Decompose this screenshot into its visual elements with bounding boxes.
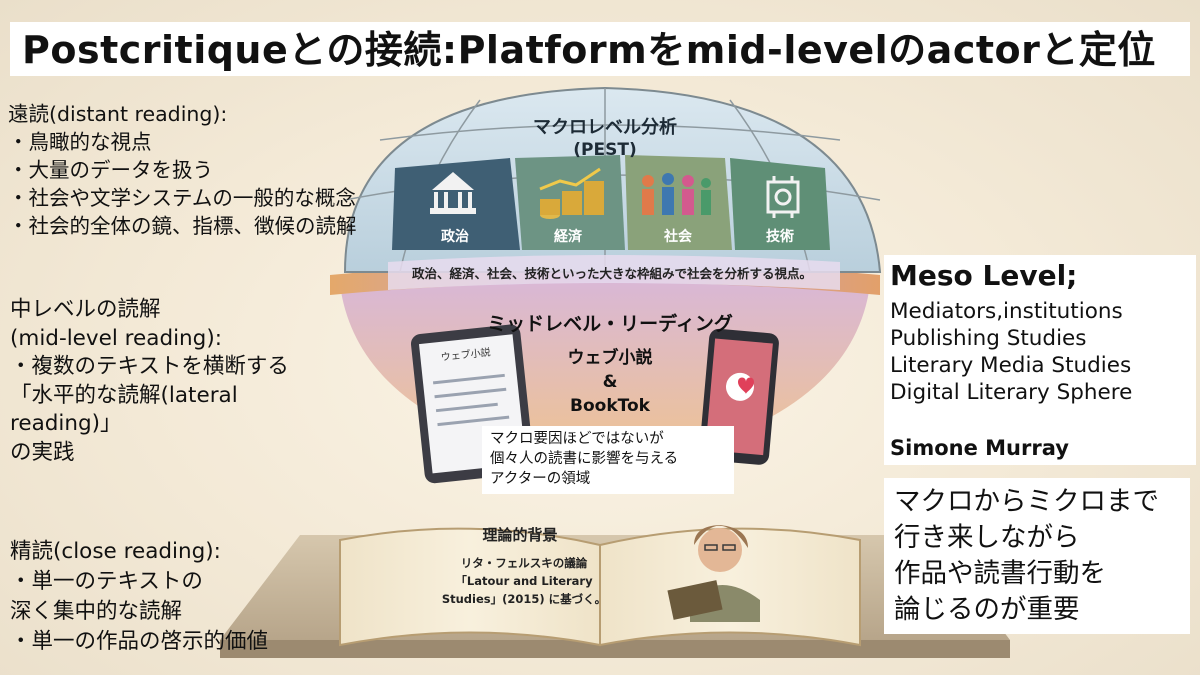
callout-background: [482, 426, 734, 494]
panel-label-technology: 技術: [766, 228, 794, 245]
meso-level-list: Mediators,institutions Publishing Studie…: [890, 298, 1132, 406]
people-icon: [642, 173, 711, 215]
book-line-1: リタ・フェルスキの議論: [461, 556, 588, 570]
distant-reading-heading: 遠読(distant reading):: [8, 102, 228, 126]
page-title: Postcritiqueとの接続:Platformをmid-levelのacto…: [22, 28, 1156, 72]
macro-micro-panel: [884, 478, 1190, 634]
mid-line-amp: &: [603, 372, 618, 392]
mid-title: ミッドレベル・リーディング: [487, 312, 733, 335]
mid-level-reading-block: 中レベルの読解 (mid-level reading): ・複数のテキストを横断…: [10, 296, 289, 467]
title-background: [10, 22, 1190, 76]
mid-line-booktok: BookTok: [570, 396, 651, 416]
text-line: 中レベルの読解: [10, 297, 161, 322]
list-item: ・鳥瞰的な視点: [8, 130, 152, 154]
mid-line-webnovel: ウェブ小説: [568, 347, 653, 368]
macro-dome: [343, 86, 882, 290]
distant-reading-block: 遠読(distant reading): ・鳥瞰的な視点 ・大量のデータを扱う …: [8, 100, 357, 240]
text-line: マクロからミクロまで: [894, 486, 1159, 517]
list-item: ・大量のデータを扱う: [8, 158, 213, 182]
text-line: の実践: [10, 439, 75, 465]
text-line: アクターの領域: [490, 471, 591, 487]
open-book-icon: [339, 525, 861, 647]
text-line: (mid-level reading):: [10, 325, 222, 351]
list-item: ・社会的全体の鏡、指標、徴候の読解: [8, 214, 357, 238]
panel-label-economy: 経済: [554, 228, 583, 245]
panel-label-society: 社会: [663, 228, 693, 245]
book-line-2: 「Latour and Literary: [455, 574, 593, 588]
panel-label-politics: 政治: [441, 228, 469, 245]
dome-subtitle: (PEST): [573, 140, 636, 160]
text-line: 論じるのが重要: [894, 594, 1080, 625]
capitol-building-icon: [430, 172, 476, 214]
book-line-3: Studies」(2015) に基づく。: [442, 592, 606, 606]
text-line: 精読(close reading):: [10, 539, 221, 564]
list-item: Digital Literary Sphere: [890, 380, 1133, 405]
coins-chart-icon: [539, 167, 604, 219]
list-item: Mediators,institutions: [890, 299, 1123, 324]
text-line: 行き来しながら: [894, 522, 1080, 553]
dome-band-text: 政治、経済、社会、技術といった大きな枠組みで社会を分析する視点。: [412, 266, 812, 281]
list-item: Literary Media Studies: [890, 353, 1132, 378]
text-line: マクロ要因ほどではないが: [490, 431, 664, 447]
macro-micro-note: マクロからミクロまで 行き来しながら 作品や読書行動を 論じるのが重要: [894, 484, 1159, 628]
dome-title: マクロレベル分析: [533, 116, 677, 138]
text-line: ・単一の作品の啓示的価値: [10, 629, 269, 654]
text-line: reading)」: [10, 411, 122, 436]
text-line: 「水平的な読解(lateral: [10, 382, 238, 408]
chip-gear-icon: [766, 176, 800, 218]
text-line: 作品や読書行動を: [894, 558, 1106, 589]
list-item: ・社会や文学システムの一般的な概念: [8, 186, 356, 210]
meso-level-author: Simone Murray: [890, 436, 1069, 460]
text-line: 深く集中的な読解: [10, 599, 183, 624]
callout-note: マクロ要因ほどではないが 個々人の読書に影響を与える アクターの領域: [490, 429, 678, 489]
text-line: ・単一のテキストの: [10, 569, 203, 594]
list-item: Publishing Studies: [890, 326, 1087, 351]
heart-icon: [738, 377, 754, 394]
book-title: 理論的背景: [482, 526, 557, 544]
meso-level-panel: [884, 255, 1196, 465]
meso-level-title: Meso Level;: [890, 259, 1078, 292]
text-line: 個々人の読書に影響を与える: [490, 451, 679, 467]
close-reading-block: 精読(close reading): ・単一のテキストの 深く集中的な読解 ・単…: [10, 537, 268, 657]
text-line: ・複数のテキストを横断する: [10, 354, 289, 379]
